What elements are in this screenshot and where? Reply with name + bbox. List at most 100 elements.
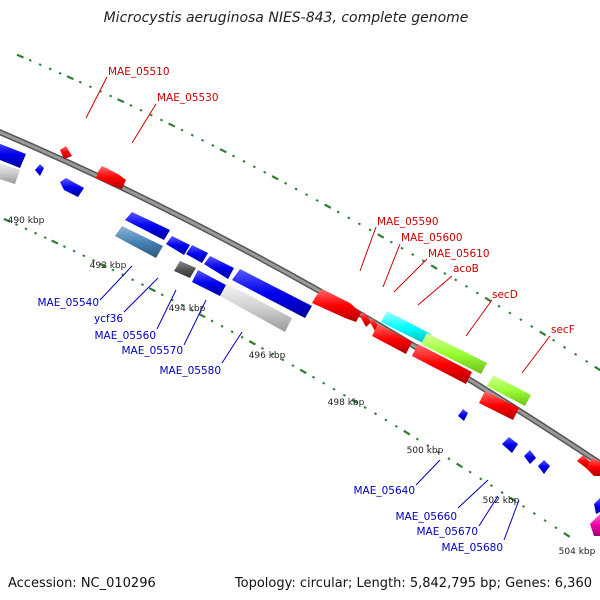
tick-mark — [539, 330, 547, 337]
kbp-label-492: 492 kbp — [90, 261, 127, 271]
tick-mark — [271, 175, 279, 181]
tick-mark — [34, 231, 38, 235]
tick-mark — [500, 491, 504, 495]
label-MAE_05640[interactable]: MAE_05640 — [353, 485, 415, 497]
gene-blue-left-2[interactable] — [35, 164, 44, 176]
gene-secD[interactable] — [421, 333, 487, 374]
kbp-label-490: 490 kbp — [8, 216, 45, 226]
tick-mark — [315, 198, 319, 202]
gene-MAE_05560b[interactable] — [186, 245, 208, 263]
tick-mark — [368, 228, 372, 232]
label-MAE_05600[interactable]: MAE_05600 — [401, 232, 463, 244]
gene-MAE_05630[interactable] — [586, 458, 600, 476]
label-MAE_05560[interactable]: MAE_05560 — [94, 330, 156, 342]
gene-MAE_05620[interactable] — [577, 455, 590, 468]
tick-mark — [198, 312, 206, 319]
label-MAE_05670[interactable]: MAE_05670 — [416, 526, 478, 538]
tick-mark — [43, 236, 47, 240]
tick-mark — [148, 287, 156, 293]
tick-mark — [260, 346, 264, 350]
gene-MAE_05530[interactable] — [96, 166, 126, 189]
gene-MAE_05680[interactable] — [594, 498, 600, 514]
leader-line — [478, 495, 499, 527]
gene-MAE_05590[interactable] — [312, 289, 361, 322]
tick-mark — [211, 144, 215, 147]
label-ycf36[interactable]: ycf36 — [94, 313, 123, 325]
tick-mark — [351, 398, 359, 405]
gene-MAE_05560[interactable] — [166, 236, 190, 255]
gene-MAE_05540[interactable] — [125, 212, 170, 240]
gene-acoB[interactable] — [381, 311, 431, 344]
tick-mark — [92, 259, 96, 262]
label-secD[interactable]: secD — [492, 289, 518, 301]
gene-ycf36[interactable] — [115, 226, 163, 258]
tick-mark — [455, 462, 464, 469]
leader-line — [85, 76, 108, 119]
tick-mark — [58, 71, 62, 75]
gene-red-rev-1[interactable] — [372, 324, 412, 354]
kbp-label-500: 500 kbp — [407, 446, 444, 456]
label-acoB[interactable]: acoB — [453, 263, 479, 275]
gene-red-rev-2[interactable] — [412, 344, 472, 384]
tick-mark — [62, 245, 66, 249]
tick-mark — [139, 108, 143, 112]
gene-blue-left-3[interactable] — [60, 178, 84, 197]
tick-mark — [190, 133, 194, 137]
tick-mark — [24, 227, 28, 231]
tick-mark — [281, 358, 285, 362]
gene-MAE_05580[interactable] — [232, 269, 312, 318]
tick-mark — [88, 85, 92, 89]
gene-secF[interactable] — [487, 375, 531, 406]
label-MAE_05680[interactable]: MAE_05680 — [441, 542, 503, 554]
label-MAE_05530[interactable]: MAE_05530 — [157, 92, 219, 104]
label-MAE_05580[interactable]: MAE_05580 — [159, 365, 221, 377]
tick-mark — [28, 58, 32, 62]
gene-blue-left-1[interactable] — [0, 140, 26, 168]
leader-line — [183, 299, 207, 346]
tick-mark — [140, 283, 145, 287]
tick-mark — [594, 365, 600, 372]
tick-mark — [530, 325, 534, 329]
label-MAE_05510[interactable]: MAE_05510 — [108, 66, 170, 78]
label-MAE_05660[interactable]: MAE_05660 — [395, 511, 457, 523]
gene-MAE_05570b[interactable] — [192, 270, 226, 296]
leader-line — [156, 289, 177, 330]
kbp-label-496: 496 kbp — [249, 351, 286, 361]
label-MAE_05540[interactable]: MAE_05540 — [37, 297, 99, 309]
tick-mark — [180, 128, 184, 132]
gene-MAE_05660[interactable] — [524, 450, 536, 464]
tick-mark — [347, 216, 351, 220]
gene-magenta[interactable] — [590, 514, 600, 536]
gene-MAE_05670[interactable] — [538, 460, 550, 474]
tick-mark — [552, 338, 556, 342]
tick-mark — [324, 203, 332, 209]
gene-grey-left[interactable] — [0, 160, 20, 184]
tick-mark — [149, 113, 153, 117]
tick-mark — [436, 450, 440, 454]
gene-MAE_05600[interactable] — [360, 312, 371, 327]
tick-mark — [443, 272, 447, 275]
tick-mark — [117, 98, 125, 104]
gene-MAE_05570[interactable] — [174, 261, 196, 278]
gene-blue-rev-1[interactable] — [458, 409, 468, 421]
gene-MAE_05570c[interactable] — [204, 256, 234, 279]
tick-mark — [479, 477, 483, 481]
gene-grey-mid[interactable] — [220, 284, 292, 332]
tick-marks — [3, 53, 600, 538]
tick-mark — [159, 118, 164, 122]
tick-mark — [240, 335, 244, 339]
label-secF[interactable]: secF — [551, 324, 575, 336]
kbp-label-494: 494 kbp — [169, 304, 206, 314]
tick-mark — [421, 259, 425, 263]
tick-mark — [519, 318, 523, 322]
label-MAE_05570[interactable]: MAE_05570 — [121, 345, 183, 357]
label-MAE_05610[interactable]: MAE_05610 — [428, 248, 490, 260]
gene-MAE_05510[interactable] — [60, 146, 72, 159]
gene-red-rev-3[interactable] — [479, 391, 519, 420]
leader-line — [99, 265, 133, 301]
gene-MAE_05640[interactable] — [502, 437, 518, 453]
label-MAE_05590[interactable]: MAE_05590 — [377, 216, 439, 228]
tick-mark — [332, 387, 336, 391]
tick-mark — [508, 311, 512, 315]
